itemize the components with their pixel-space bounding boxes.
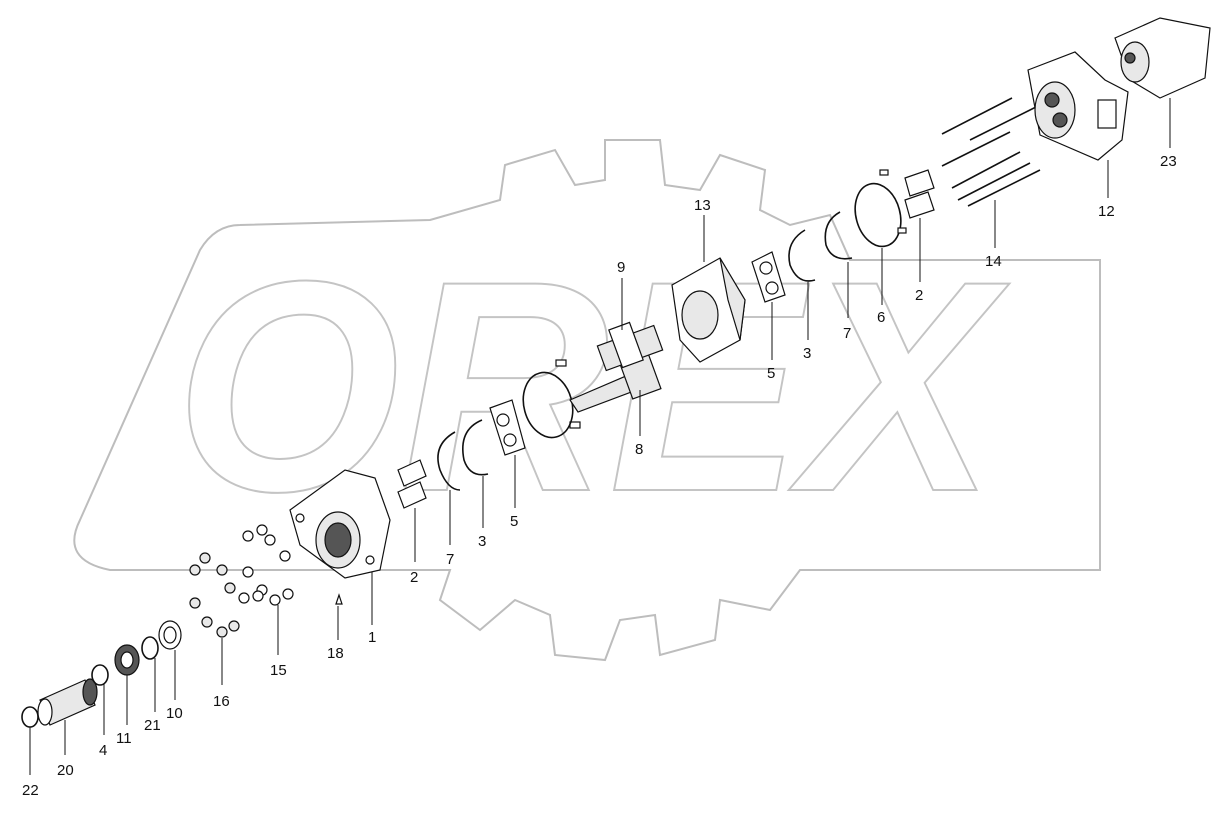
callout-11: 11 <box>116 730 132 747</box>
part-22-retaining-ring <box>21 706 39 728</box>
part-11-bearing <box>114 644 140 676</box>
part-2-bushings-left <box>397 459 427 509</box>
callout-7-right: 7 <box>843 325 851 342</box>
part-13-gear-housing <box>671 257 746 363</box>
callout-3-left: 3 <box>478 533 486 550</box>
callout-22: 22 <box>22 782 39 799</box>
part-6-oring-left <box>522 371 574 439</box>
part-6-oring-right <box>854 182 902 248</box>
part-15-washers <box>238 524 294 606</box>
leader-lines <box>29 98 1171 775</box>
callout-14: 14 <box>985 253 1002 270</box>
part-5-wear-plate-left <box>489 399 526 456</box>
part-12-rear-housing <box>1027 51 1129 161</box>
dowel-pin <box>569 421 581 429</box>
part-18-pin <box>335 593 343 605</box>
parts-group <box>21 17 1211 728</box>
part-9-idler-gear <box>596 321 664 372</box>
callout-21: 21 <box>144 717 161 734</box>
callout-2-right: 2 <box>915 287 923 304</box>
callout-18: 18 <box>327 645 344 662</box>
callout-3-right: 3 <box>803 345 811 362</box>
callout-23: 23 <box>1160 153 1177 170</box>
part-3-backup-left <box>462 419 489 476</box>
callout-5-right: 5 <box>767 365 775 382</box>
part-16-nuts <box>189 552 240 638</box>
callout-8: 8 <box>635 441 643 458</box>
part-21-snap-ring <box>141 636 159 660</box>
callout-6: 6 <box>877 309 885 326</box>
part-14-studs <box>941 97 1041 207</box>
callout-12: 12 <box>1098 203 1115 220</box>
part-3-backup-right <box>788 229 816 282</box>
callout-4: 4 <box>99 742 107 759</box>
callout-13: 13 <box>694 197 711 214</box>
callout-15: 15 <box>270 662 287 679</box>
dowel-pin <box>555 359 567 367</box>
part-7-seal-left <box>437 431 461 491</box>
part-5-wear-plate-right <box>751 251 786 303</box>
callout-labels: 22 20 4 11 21 10 16 15 18 1 2 7 3 5 8 9 … <box>22 153 1177 799</box>
callout-20: 20 <box>57 762 74 779</box>
callout-1: 1 <box>368 629 376 646</box>
part-7-seal-right <box>824 211 853 260</box>
part-2-bushings-right <box>879 169 935 234</box>
callout-2-left: 2 <box>410 569 418 586</box>
part-20-splined-shaft <box>37 678 98 726</box>
callout-9: 9 <box>617 259 625 276</box>
part-4-snap-ring <box>91 664 109 686</box>
callout-10: 10 <box>166 705 183 722</box>
watermark-gear-outline <box>73 139 1101 662</box>
part-1-flange-housing <box>289 469 391 579</box>
callout-5-left: 5 <box>510 513 518 530</box>
callout-16: 16 <box>213 693 230 710</box>
part-10-shaft-seal <box>158 620 182 650</box>
callout-7-left: 7 <box>446 551 454 568</box>
part-23-auxiliary-pump <box>1114 17 1211 99</box>
